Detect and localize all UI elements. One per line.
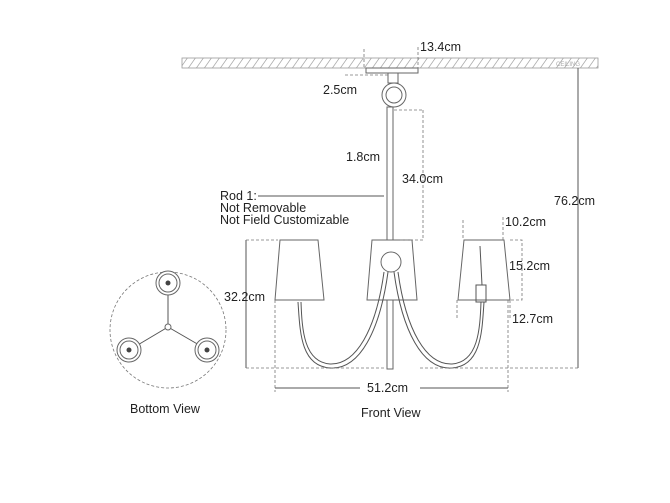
dim-shade-height: 15.2cm [509, 259, 550, 273]
arm-left [297, 271, 389, 369]
dim-overall-height: 76.2cm [554, 194, 595, 208]
front-view-label: Front View [361, 406, 421, 420]
rod [386, 106, 394, 370]
shade-right [457, 239, 511, 301]
rod-note-line1: Rod 1: [220, 189, 257, 203]
bottom-shade [194, 337, 220, 363]
bottom-shade [155, 270, 181, 296]
shade-left [274, 239, 325, 301]
dim-overall-width: 51.2cm [367, 381, 408, 395]
center-ball [380, 251, 402, 273]
rod-note-line3: Not Field Customizable [220, 213, 349, 227]
dim-shade-bottom: 12.7cm [512, 312, 553, 326]
dim-shade-top: 10.2cm [505, 215, 546, 229]
dim-body-height: 32.2cm [224, 290, 265, 304]
canopy [365, 67, 419, 74]
dim-canopy-width: 13.4cm [420, 40, 461, 54]
dim-rod-length: 34.0cm [402, 172, 443, 186]
rod-note-line2: Not Removable [220, 201, 306, 215]
dim-canopy-height: 2.5cm [323, 83, 357, 97]
canopy-stem [387, 72, 399, 84]
ceiling-label: CEILING [556, 62, 580, 68]
ceiling: CEILING [181, 57, 599, 69]
bottom-shade [116, 337, 142, 363]
bottom-view [109, 270, 227, 389]
dim-rod-diameter: 1.8cm [346, 150, 380, 164]
bottom-view-label: Bottom View [130, 402, 201, 416]
candle-bulb [475, 245, 487, 303]
